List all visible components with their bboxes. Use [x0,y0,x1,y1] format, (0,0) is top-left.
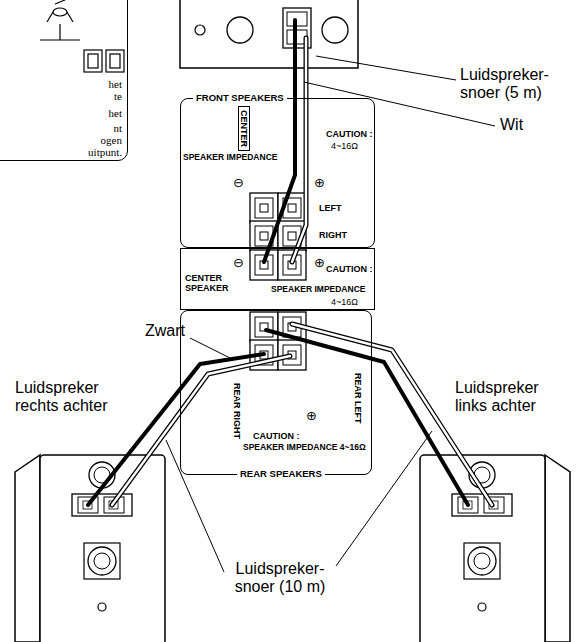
note-text: het [109,78,122,91]
channel-label: REAR LEFT [353,373,363,424]
front-terminal-block [250,193,306,280]
polarity-plus: ⊕ [314,176,325,191]
speaker-label: Luidspreker links achter [455,379,567,415]
note-text: nt [113,122,122,135]
channel-label: LEFT [319,203,342,213]
front-speaker-terminal-panel: FRONT SPEAKERSCENTERSPEAKER IMPEDANCECAU… [180,98,375,248]
leader-lines [166,56,495,572]
impedance-label: SPEAKER IMPEDANCE 4~16Ω [243,443,366,453]
caution-label: CAUTION : [326,264,373,274]
caution-label: CAUTION : [253,431,300,441]
note-text: ogen [101,134,122,147]
panel-heading: CENTER SPEAKER [185,273,235,294]
note-text: het [109,107,122,120]
caution-label: CAUTION : [326,129,373,139]
note-icons [40,0,124,72]
rear-speaker-terminal-panel: REAR RIGHT REAR LEFT ⊕ CAUTION : SPEAKER IMP… [180,310,372,475]
impedance-value: 4~16Ω [331,297,358,307]
note-text: te [114,90,122,103]
center-speaker-terminal-panel: CENTER SPEAKER ⊖ ⊕CAUTION : SPEAKER IMPEDAN… [180,248,375,310]
note-text: uitpunt. [88,146,122,159]
rear-right-speaker [15,455,165,642]
center-speaker [180,0,358,68]
panel-heading: FRONT SPEAKERS [193,93,287,104]
rear-left-speaker [420,455,570,642]
speaker-label: Luidspreker rechts achter [15,379,127,415]
impedance-label: SPEAKER IMPEDANCE [183,153,277,163]
panel-heading: REAR SPEAKERS [237,469,325,480]
cable-label: Luidspreker- snoer (10 m) [226,560,334,596]
wire-color-label: Wit [500,116,523,134]
polarity-minus: ⊖ [233,176,244,191]
impedance-label: SPEAKER IMPEDANCE [271,285,365,295]
polarity-plus: ⊕ [314,256,325,271]
channel-label: RIGHT [319,230,347,240]
channel-label: CENTER [238,106,250,151]
channel-label: REAR RIGHT [232,383,242,439]
polarity-plus: ⊕ [306,409,317,424]
wire-color-label: Zwart [145,322,185,340]
polarity-minus: ⊖ [233,256,244,271]
manual-note-box: hettehetntogenuitpunt. [0,0,128,161]
impedance-value: 4~16Ω [331,141,358,151]
cable-label: Luidspreker- snoer (5 m) [460,66,570,102]
